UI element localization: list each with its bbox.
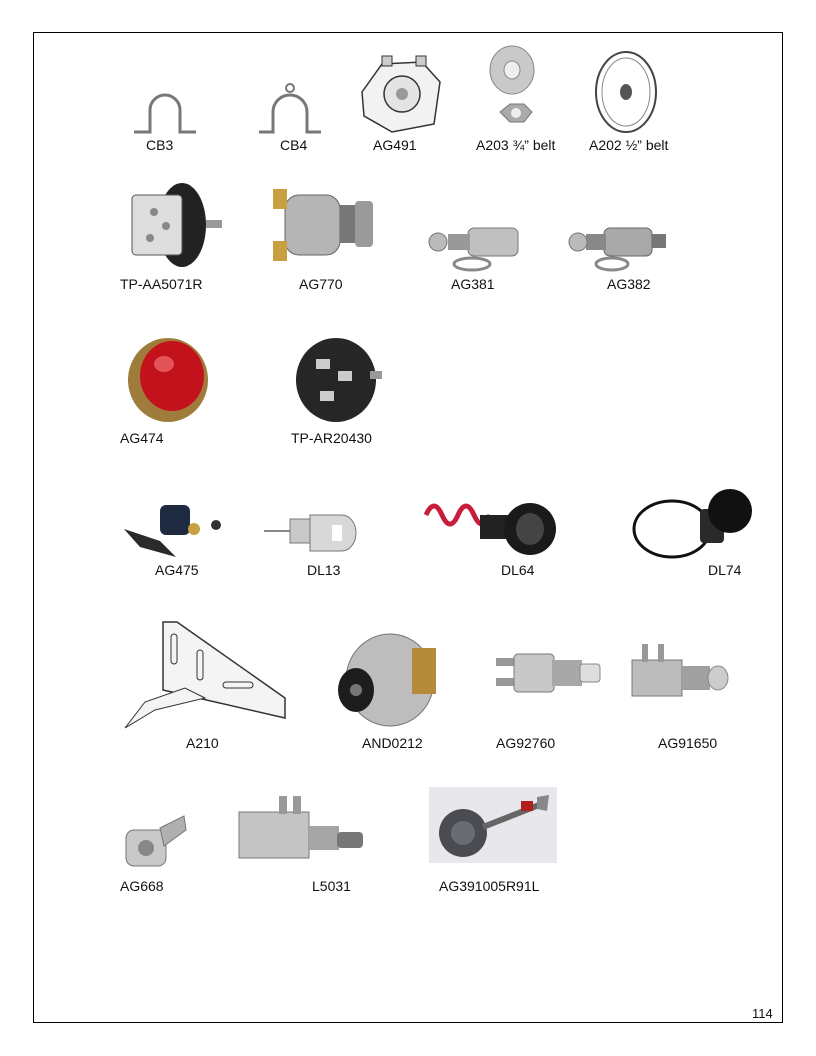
part-label: DL74 — [708, 562, 742, 578]
plunger-switch-image — [568, 227, 666, 272]
knob-image — [125, 815, 187, 867]
part-label: AG770 — [299, 276, 343, 292]
switch-image — [131, 183, 222, 267]
part-label: AG91650 — [658, 735, 718, 751]
part-label: AG391005R91L — [439, 878, 540, 894]
part-label: L5031 — [312, 878, 351, 894]
part-label: AG475 — [155, 562, 199, 578]
bracket-drawing-image — [124, 621, 286, 729]
push-switch-image — [496, 653, 601, 693]
part-label: AG474 — [120, 430, 164, 446]
switch-drawing-image — [361, 55, 441, 133]
part-label: CB4 — [280, 137, 308, 153]
switch-image — [296, 338, 382, 422]
page-frame — [33, 32, 783, 1023]
plunger-switch-image — [428, 227, 519, 272]
pulley-image — [489, 45, 535, 123]
alternator-image — [338, 633, 436, 727]
part-label: TP-AR20430 — [291, 430, 372, 446]
part-label: AG381 — [451, 276, 495, 292]
switch-image — [273, 189, 373, 261]
part-label: AG92760 — [496, 735, 556, 751]
part-label: AG668 — [120, 878, 164, 894]
part-label: TP-AA5071R — [120, 276, 203, 292]
part-label: DL13 — [307, 562, 341, 578]
page-number: 114 — [752, 1006, 773, 1021]
part-label: DL64 — [501, 562, 535, 578]
coiled-cord-lamp-image — [423, 503, 556, 555]
bulb-socket-image — [124, 505, 221, 557]
push-switch-image — [238, 796, 363, 859]
cord-lamp-image — [632, 489, 752, 559]
part-label: AG491 — [373, 137, 417, 153]
part-label: AND0212 — [362, 735, 423, 751]
socket-image — [264, 514, 357, 552]
push-switch-image — [631, 644, 729, 697]
part-label: AG382 — [607, 276, 651, 292]
part-label: A210 — [186, 735, 219, 751]
part-label: A203 ¾” belt — [476, 137, 556, 153]
clamp-image — [259, 83, 321, 134]
clamp-image — [134, 93, 196, 134]
part-label: A202 ½” belt — [589, 137, 669, 153]
pulley-image — [595, 51, 657, 133]
red-lamp-image — [128, 338, 208, 422]
sender-render-image — [429, 787, 557, 863]
part-label: CB3 — [146, 137, 174, 153]
